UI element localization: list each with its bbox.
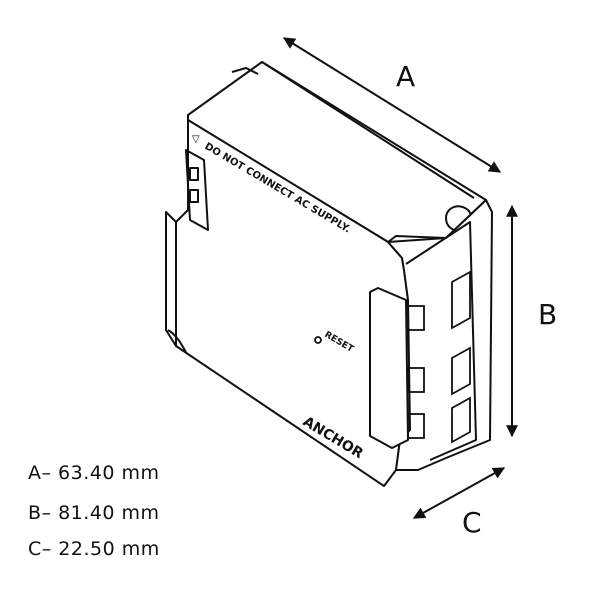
warning-symbol: ▽ [192,134,200,145]
side-switch-1 [189,167,199,181]
terminal-screw-2 [407,367,425,393]
terminal-housing [369,287,409,449]
terminal-screw-3 [407,413,425,439]
device-right-face [387,199,493,471]
dimension-a-label: A [396,60,415,93]
reset-button [314,336,322,344]
side-switch-2 [189,189,199,203]
dimension-a-arrow [282,37,502,173]
spec-line-a: A– 63.40 mm [28,462,160,484]
terminal-openings [314,270,471,444]
spec-line-b: B– 81.40 mm [28,502,160,524]
terminal-slot-2 [451,346,471,396]
dimension-c-arrow [412,467,506,519]
terminal-screw-1 [407,305,425,331]
dimension-c-label: C [462,506,482,539]
device-drawing [165,61,493,487]
dimension-b-label: B [538,298,557,331]
dimension-lines [282,37,518,519]
terminal-slot-3 [451,396,471,444]
side-switch-panel [185,149,209,231]
spec-line-c: C– 22.50 mm [28,538,160,560]
device-right-inner-edge [405,221,477,461]
terminal-slot-1 [451,270,471,330]
device-front-notch [165,211,187,353]
